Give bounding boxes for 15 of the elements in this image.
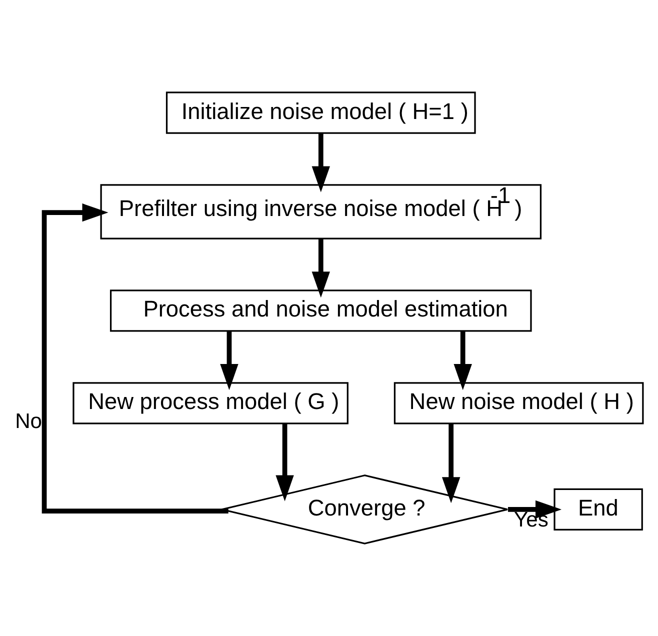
node-box: New noise model ( H ) (394, 382, 644, 424)
arrow (312, 238, 330, 298)
edge-label: No (15, 410, 42, 433)
node-box: New process model ( G ) (72, 382, 348, 424)
arrow (312, 133, 330, 192)
edge-label: Yes (514, 508, 548, 532)
arrow (276, 424, 294, 502)
node-box: Initialize noise model ( H=1 ) (166, 92, 476, 134)
arrow (442, 424, 460, 504)
arrow (220, 331, 238, 390)
arrow (508, 500, 562, 519)
arrow (42, 203, 228, 514)
node-box: End (554, 488, 643, 531)
arrow (454, 331, 472, 390)
node-box: Process and noise model estimation (110, 290, 532, 332)
